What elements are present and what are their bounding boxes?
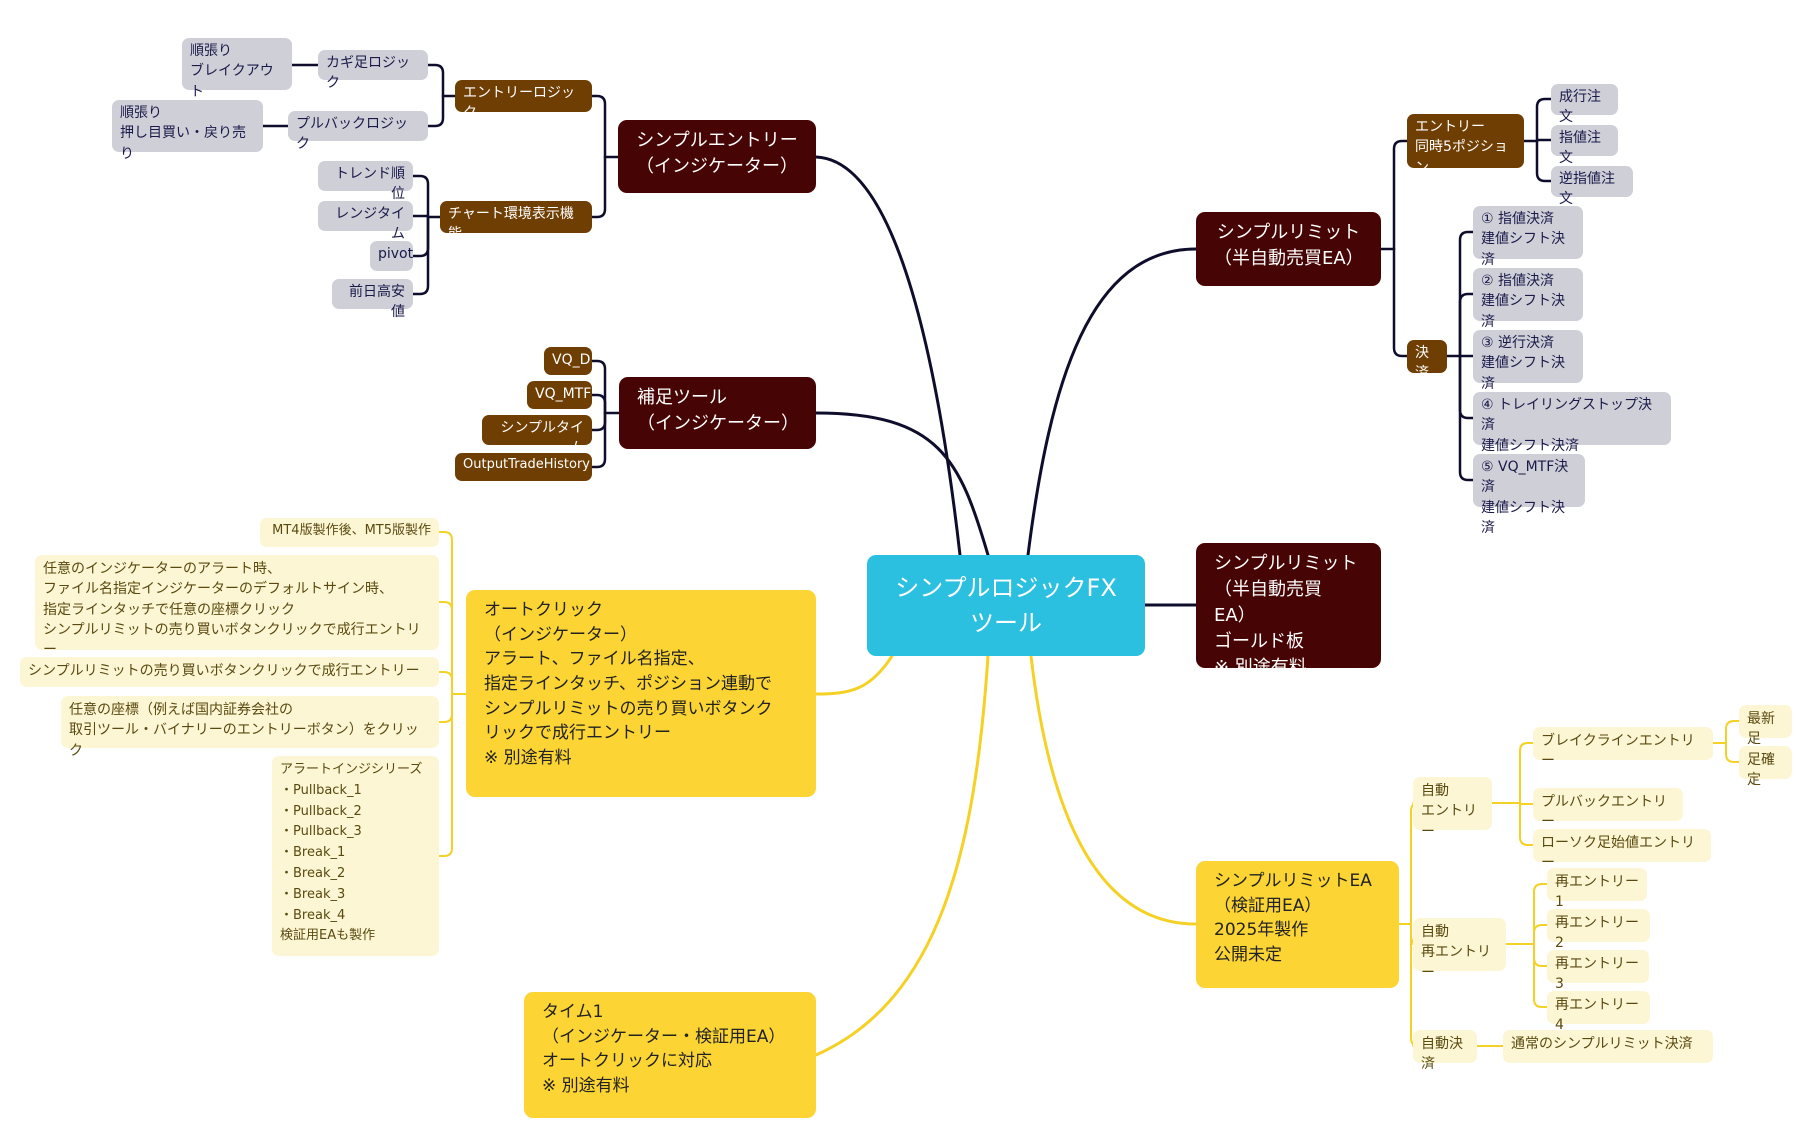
link-auto-click-2 <box>438 671 453 695</box>
link-settle-3 <box>1458 354 1475 420</box>
settle-item-4[interactable]: ④ トレイリングストップ決済 建値シフト決済 <box>1473 392 1671 454</box>
auto-click-item-1[interactable]: MT4版製作後、MT5版製作 <box>260 518 439 547</box>
kagi-logic-node[interactable]: カギ足ロジック <box>318 50 428 91</box>
vq-d-node[interactable]: VQ_D <box>544 347 592 375</box>
stop-order-node[interactable]: 逆指値注文 <box>1551 166 1633 207</box>
link-settle-1 <box>1458 292 1475 358</box>
auto-click-item-2[interactable]: 任意のインジケーターのアラート時、 ファイル名指定インジケーターのデフォルトサイ… <box>35 555 439 658</box>
branch-support-tools[interactable]: 補足ツール （インジケーター） <box>619 377 816 449</box>
pullback-logic-detail[interactable]: 順張り 押し目買い・戻り売り <box>112 100 263 162</box>
auto-entry-node[interactable]: 自動 エントリー <box>1413 777 1492 840</box>
entry-5pos-node[interactable]: エントリー 同時5ポジション <box>1407 114 1524 176</box>
pullback-entry-node[interactable]: プルバックエントリー <box>1533 788 1683 830</box>
link-root-time1 <box>814 654 990 1057</box>
chart-env-node[interactable]: チャート環境表示機能 <box>440 201 592 242</box>
bar-close-node[interactable]: 足確定 <box>1739 746 1792 788</box>
link-root-support-tools <box>814 411 990 557</box>
link-auto-reentry-1 <box>1533 924 1548 945</box>
auto-click-item-5[interactable]: アラートインジシリーズ ・Pullback_1 ・Pullback_2 ・Pul… <box>272 756 439 956</box>
link-root-simple-limit <box>1026 247 1198 557</box>
link-entry-logic-1 <box>426 94 445 128</box>
auto-reentry-node[interactable]: 自動 再エントリー <box>1413 918 1506 981</box>
link-support-tools-2 <box>590 411 607 432</box>
link-settle-0 <box>1458 230 1475 358</box>
link-simple-limit-0 <box>1392 139 1409 251</box>
branch-simple-entry[interactable]: シンプルエントリー （インジケーター） <box>618 120 816 193</box>
reentry-4-node[interactable]: 再エントリー4 <box>1547 991 1650 1033</box>
link-simple-entry-1 <box>590 155 607 219</box>
latest-bar-node[interactable]: 最新足 <box>1739 705 1792 747</box>
link-breakline-0 <box>1725 720 1740 744</box>
settle-node[interactable]: 決済 <box>1407 340 1447 381</box>
link-chart-env-1 <box>411 214 430 219</box>
link-support-tools-3 <box>590 411 607 469</box>
vq-mtf-node[interactable]: VQ_MTF <box>527 381 592 409</box>
settle-item-3[interactable]: ③ 逆行決済 建値シフト決済 <box>1473 330 1583 392</box>
branch-gold-board[interactable]: シンプルリミット （半自動売買EA） ゴールド板 ※ 別途有料 <box>1196 543 1381 678</box>
auto-settle-node[interactable]: 自動決済 <box>1413 1030 1477 1072</box>
branch-time1[interactable]: タイム1 （インジケーター・検証用EA） オートクリックに対応 ※ 別途有料 <box>524 992 816 1118</box>
trend-rank-node[interactable]: トレンド順位 <box>318 161 413 202</box>
settle-item-5[interactable]: ⑤ VQ_MTF決済 建値シフト決済 <box>1473 454 1585 536</box>
reentry-2-node[interactable]: 再エントリー2 <box>1547 909 1650 951</box>
link-auto-entry-1 <box>1519 802 1534 805</box>
link-entry-logic-0 <box>426 63 445 98</box>
market-order-node[interactable]: 成行注文 <box>1551 84 1618 125</box>
settle-item-2[interactable]: ② 指値決済 建値シフト決済 <box>1473 268 1583 330</box>
link-breakline-1 <box>1725 742 1740 763</box>
auto-click-item-3[interactable]: シンプルリミットの売り買いボタンクリックで成行エントリー <box>20 657 439 687</box>
link-chart-env-3 <box>411 215 430 296</box>
link-entry-5pos-2 <box>1535 139 1553 183</box>
link-auto-reentry-0 <box>1533 883 1548 945</box>
link-support-tools-0 <box>590 359 607 415</box>
link-support-tools-1 <box>590 393 607 415</box>
link-root-auto-click <box>814 654 894 696</box>
output-trade-history-node[interactable]: OutputTradeHistory <box>455 453 592 481</box>
link-root-simple-entry <box>814 155 962 557</box>
range-time-node[interactable]: レンジタイム <box>318 201 413 242</box>
simple-time-node[interactable]: シンプルタイム <box>482 415 592 456</box>
link-auto-click-4 <box>438 693 453 857</box>
link-auto-click-1 <box>438 601 453 695</box>
link-simple-entry-0 <box>590 94 607 159</box>
pullback-logic-node[interactable]: プルバックロジック <box>288 111 428 152</box>
normal-settle-node[interactable]: 通常のシンプルリミット決済 <box>1503 1030 1713 1063</box>
reentry-1-node[interactable]: 再エントリー1 <box>1547 868 1647 910</box>
auto-click-item-4[interactable]: 任意の座標（例えば国内証券会社の 取引ツール・バイナリーのエントリーボタン）をク… <box>61 696 439 759</box>
candle-open-entry-node[interactable]: ローソク足始値エントリー <box>1533 829 1711 871</box>
settle-item-1[interactable]: ① 指値決済 建値シフト決済 <box>1473 206 1583 268</box>
link-auto-reentry-2 <box>1533 943 1548 967</box>
branch-limit-ea[interactable]: シンプルリミットEA （検証用EA） 2025年製作 公開未定 <box>1196 861 1399 988</box>
link-auto-entry-0 <box>1519 742 1534 804</box>
link-auto-reentry-3 <box>1533 943 1548 1008</box>
limit-order-node[interactable]: 指値注文 <box>1551 125 1618 166</box>
root-node[interactable]: シンプルロジックFX ツール <box>867 555 1145 656</box>
link-chart-env-0 <box>411 174 430 219</box>
link-simple-limit-1 <box>1392 247 1409 358</box>
branch-simple-limit[interactable]: シンプルリミット （半自動売買EA） <box>1196 212 1381 286</box>
pivot-node[interactable]: pivot <box>370 241 413 271</box>
entry-logic-node[interactable]: エントリーロジック <box>455 80 592 121</box>
kagi-logic-detail[interactable]: 順張り ブレイクアウト <box>182 38 292 100</box>
link-auto-click-0 <box>438 531 453 695</box>
root-label: シンプルロジックFX ツール <box>895 573 1117 637</box>
link-auto-click-3 <box>438 693 453 723</box>
prev-day-hl-node[interactable]: 前日高安値 <box>332 279 413 320</box>
link-auto-entry-2 <box>1519 802 1534 846</box>
link-settle-4 <box>1458 354 1475 482</box>
link-entry-5pos-0 <box>1535 97 1553 143</box>
branch-auto-click[interactable]: オートクリック （インジケーター） アラート、ファイル名指定、 指定ラインタッチ… <box>466 590 816 797</box>
reentry-3-node[interactable]: 再エントリー3 <box>1547 950 1649 992</box>
link-root-limit-ea <box>1029 654 1198 926</box>
link-chart-env-2 <box>411 215 430 258</box>
link-entry-5pos-1 <box>1535 138 1553 143</box>
breakline-entry-node[interactable]: ブレイクラインエントリー <box>1533 727 1713 769</box>
